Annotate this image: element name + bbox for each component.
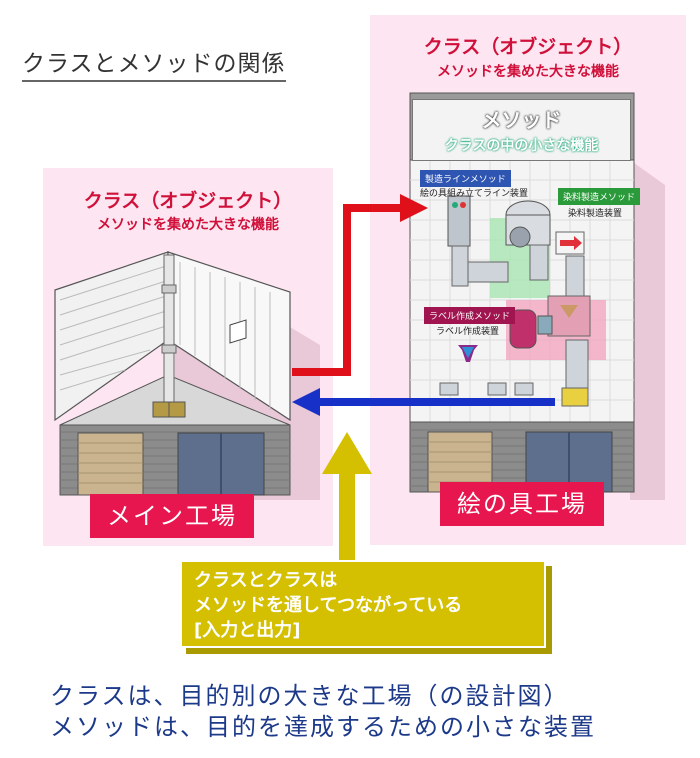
method-title-box: メソッド クラスの中の小さな機能 <box>412 99 631 161</box>
connection-callout: クラスとクラスは メソッドを通してつながっている [入力と出力] <box>180 560 546 648</box>
page-title: クラスとメソッドの関係 <box>22 44 286 82</box>
label-method-label: ラベル作成メソッド <box>424 307 516 324</box>
paint-factory-banner: 絵の具工場 <box>440 482 604 526</box>
main-factory-subheading: メソッドを集めた大きな機能 <box>97 217 279 233</box>
callout-line-1: クラスとクラスは <box>194 570 338 591</box>
method-subtitle: クラスの中の小さな機能 <box>444 138 599 154</box>
paint-factory-subheading: メソッドを集めた大きな機能 <box>437 64 619 80</box>
main-factory-banner: メイン工場 <box>90 494 254 538</box>
dye-device-label: 染料製造装置 <box>568 209 623 219</box>
label-device-label: ラベル作成装置 <box>436 327 500 337</box>
method-title: メソッド <box>481 108 562 132</box>
summary-line-1: クラスは、目的別の大きな工場（の設計図） <box>50 682 570 710</box>
summary-line-2: メソッドは、目的を達成するための小さな装置 <box>50 713 596 741</box>
main-factory-heading: クラス（オブジェクト） <box>83 190 293 212</box>
assembly-device-label: 絵の具組み立てライン装置 <box>420 189 529 199</box>
callout-line-2: メソッドを通してつながっている <box>194 595 463 616</box>
paint-factory-heading: クラス（オブジェクト） <box>423 36 633 58</box>
manufacturing-line-method-label: 製造ラインメソッド <box>420 170 511 187</box>
dye-method-label: 染料製造メソッド <box>558 188 641 205</box>
callout-line-3: [入力と出力] <box>194 620 301 641</box>
